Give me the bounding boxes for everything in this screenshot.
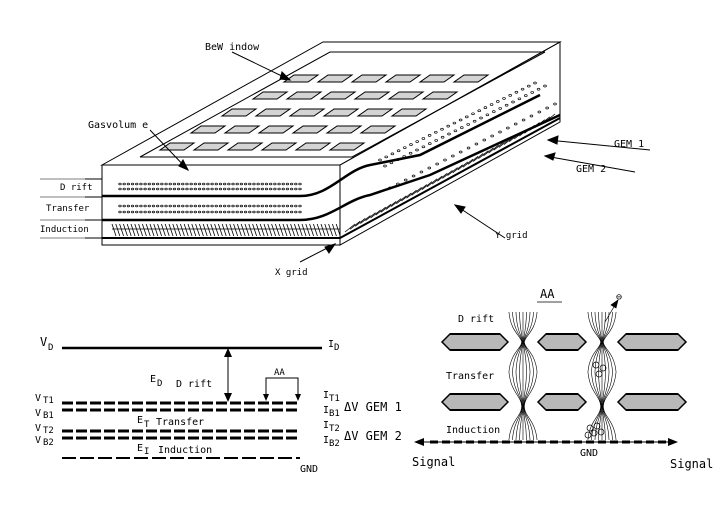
window-cell bbox=[257, 125, 295, 134]
transfer-region-label: Transfer bbox=[46, 204, 90, 214]
window-cell bbox=[251, 91, 289, 100]
svg-text:D: D bbox=[334, 343, 339, 353]
detail-gnd-label: GND bbox=[580, 448, 598, 459]
window-cell bbox=[285, 91, 323, 100]
svg-text:D: D bbox=[48, 343, 53, 353]
detector-box bbox=[100, 41, 562, 246]
vb2-label: V bbox=[35, 435, 41, 446]
vt1-label: V bbox=[35, 393, 41, 404]
gem-foil-cross-section bbox=[440, 333, 688, 411]
detail-transfer-label: Transfer bbox=[446, 371, 494, 382]
window-cell bbox=[260, 142, 298, 151]
vd-label: V bbox=[40, 335, 47, 349]
gem-planes bbox=[85, 93, 561, 239]
window-cell bbox=[421, 91, 459, 100]
svg-text:B2: B2 bbox=[43, 438, 54, 448]
window-cell bbox=[350, 74, 388, 83]
gem2-plane bbox=[102, 113, 561, 222]
window-cell bbox=[226, 142, 264, 151]
gnd-label: GND bbox=[300, 464, 318, 475]
electron-cascade bbox=[584, 299, 619, 439]
be-window-cells bbox=[158, 74, 490, 151]
window-cell bbox=[316, 74, 354, 83]
svg-text:T2: T2 bbox=[43, 426, 54, 436]
detail-induction-label: Induction bbox=[446, 425, 500, 436]
y-grid-label: Y grid bbox=[495, 231, 528, 241]
gem1-label: GEM 1 bbox=[614, 139, 644, 150]
id-label: I bbox=[328, 339, 334, 350]
readout-strips bbox=[111, 113, 556, 237]
induction-field-label: Induction bbox=[158, 445, 212, 456]
svg-text:T1: T1 bbox=[329, 394, 340, 404]
window-cell bbox=[291, 125, 329, 134]
gem1-voltage-label: ΔV GEM 1 bbox=[344, 400, 402, 414]
be-window-frame bbox=[139, 51, 546, 158]
window-cell bbox=[328, 142, 366, 151]
svg-text:T1: T1 bbox=[43, 396, 54, 406]
field-lines bbox=[508, 311, 617, 441]
window-cell bbox=[359, 125, 397, 134]
signal-readout bbox=[414, 438, 678, 446]
window-cell bbox=[288, 108, 326, 117]
window-cell bbox=[223, 125, 261, 134]
drift-field-label: D rift bbox=[176, 379, 212, 390]
ei-label: E bbox=[137, 443, 143, 454]
window-cell bbox=[452, 74, 490, 83]
svg-text:B1: B1 bbox=[329, 409, 340, 419]
window-cell bbox=[384, 74, 422, 83]
window-cell bbox=[158, 142, 196, 151]
it2-label: I bbox=[323, 420, 329, 431]
svg-text:T2: T2 bbox=[329, 424, 340, 434]
window-cell bbox=[319, 91, 357, 100]
detail-drift-label: D rift bbox=[458, 314, 494, 325]
window-cell bbox=[390, 108, 428, 117]
aa-label: AA bbox=[274, 368, 285, 378]
it1-label: I bbox=[323, 390, 329, 401]
window-cell bbox=[192, 142, 230, 151]
svg-text:B1: B1 bbox=[43, 411, 54, 421]
ed-label: E bbox=[150, 374, 156, 385]
svg-text:I: I bbox=[144, 447, 149, 457]
gem2-label: GEM 2 bbox=[576, 164, 606, 175]
readout-plane bbox=[102, 117, 561, 239]
ib2-label: I bbox=[323, 435, 329, 446]
gem2-voltage-label: ΔV GEM 2 bbox=[344, 429, 402, 443]
gem2-foil bbox=[440, 393, 688, 411]
window-cell bbox=[322, 108, 360, 117]
electron-icon: ⊖ bbox=[616, 292, 622, 303]
box-side-face bbox=[339, 41, 561, 246]
detector-pointers bbox=[149, 51, 651, 263]
gem-holes bbox=[118, 81, 557, 214]
be-window-label: BeW indow bbox=[205, 42, 260, 53]
induction-region-label: Induction bbox=[40, 225, 89, 235]
window-cell bbox=[254, 108, 292, 117]
svg-text:D: D bbox=[157, 379, 162, 389]
window-cell bbox=[294, 142, 332, 151]
signal-right-label: Signal bbox=[670, 457, 713, 471]
window-cell bbox=[282, 74, 320, 83]
window-cell bbox=[387, 91, 425, 100]
et-label: E bbox=[137, 415, 143, 426]
x-grid-label: X grid bbox=[275, 268, 308, 278]
transfer-field-label: Transfer bbox=[156, 417, 204, 428]
circuit-schematic bbox=[62, 346, 322, 459]
gem1-foil bbox=[440, 333, 688, 351]
window-cell bbox=[418, 74, 456, 83]
vb1-label: V bbox=[35, 408, 41, 419]
window-cell bbox=[189, 125, 227, 134]
vt2-label: V bbox=[35, 423, 41, 434]
ib1-label: I bbox=[323, 405, 329, 416]
drift-region-label: D rift bbox=[60, 183, 93, 193]
window-cell bbox=[356, 108, 394, 117]
window-cell bbox=[325, 125, 363, 134]
signal-left-label: Signal bbox=[412, 455, 455, 469]
gem1-plane bbox=[102, 93, 541, 198]
window-cell bbox=[220, 108, 258, 117]
gas-volume-label: Gasvolum e bbox=[88, 120, 148, 131]
window-cell bbox=[353, 91, 391, 100]
aa-detail-title: AA bbox=[540, 287, 555, 301]
svg-text:B2: B2 bbox=[329, 439, 340, 449]
svg-text:T: T bbox=[144, 420, 150, 430]
